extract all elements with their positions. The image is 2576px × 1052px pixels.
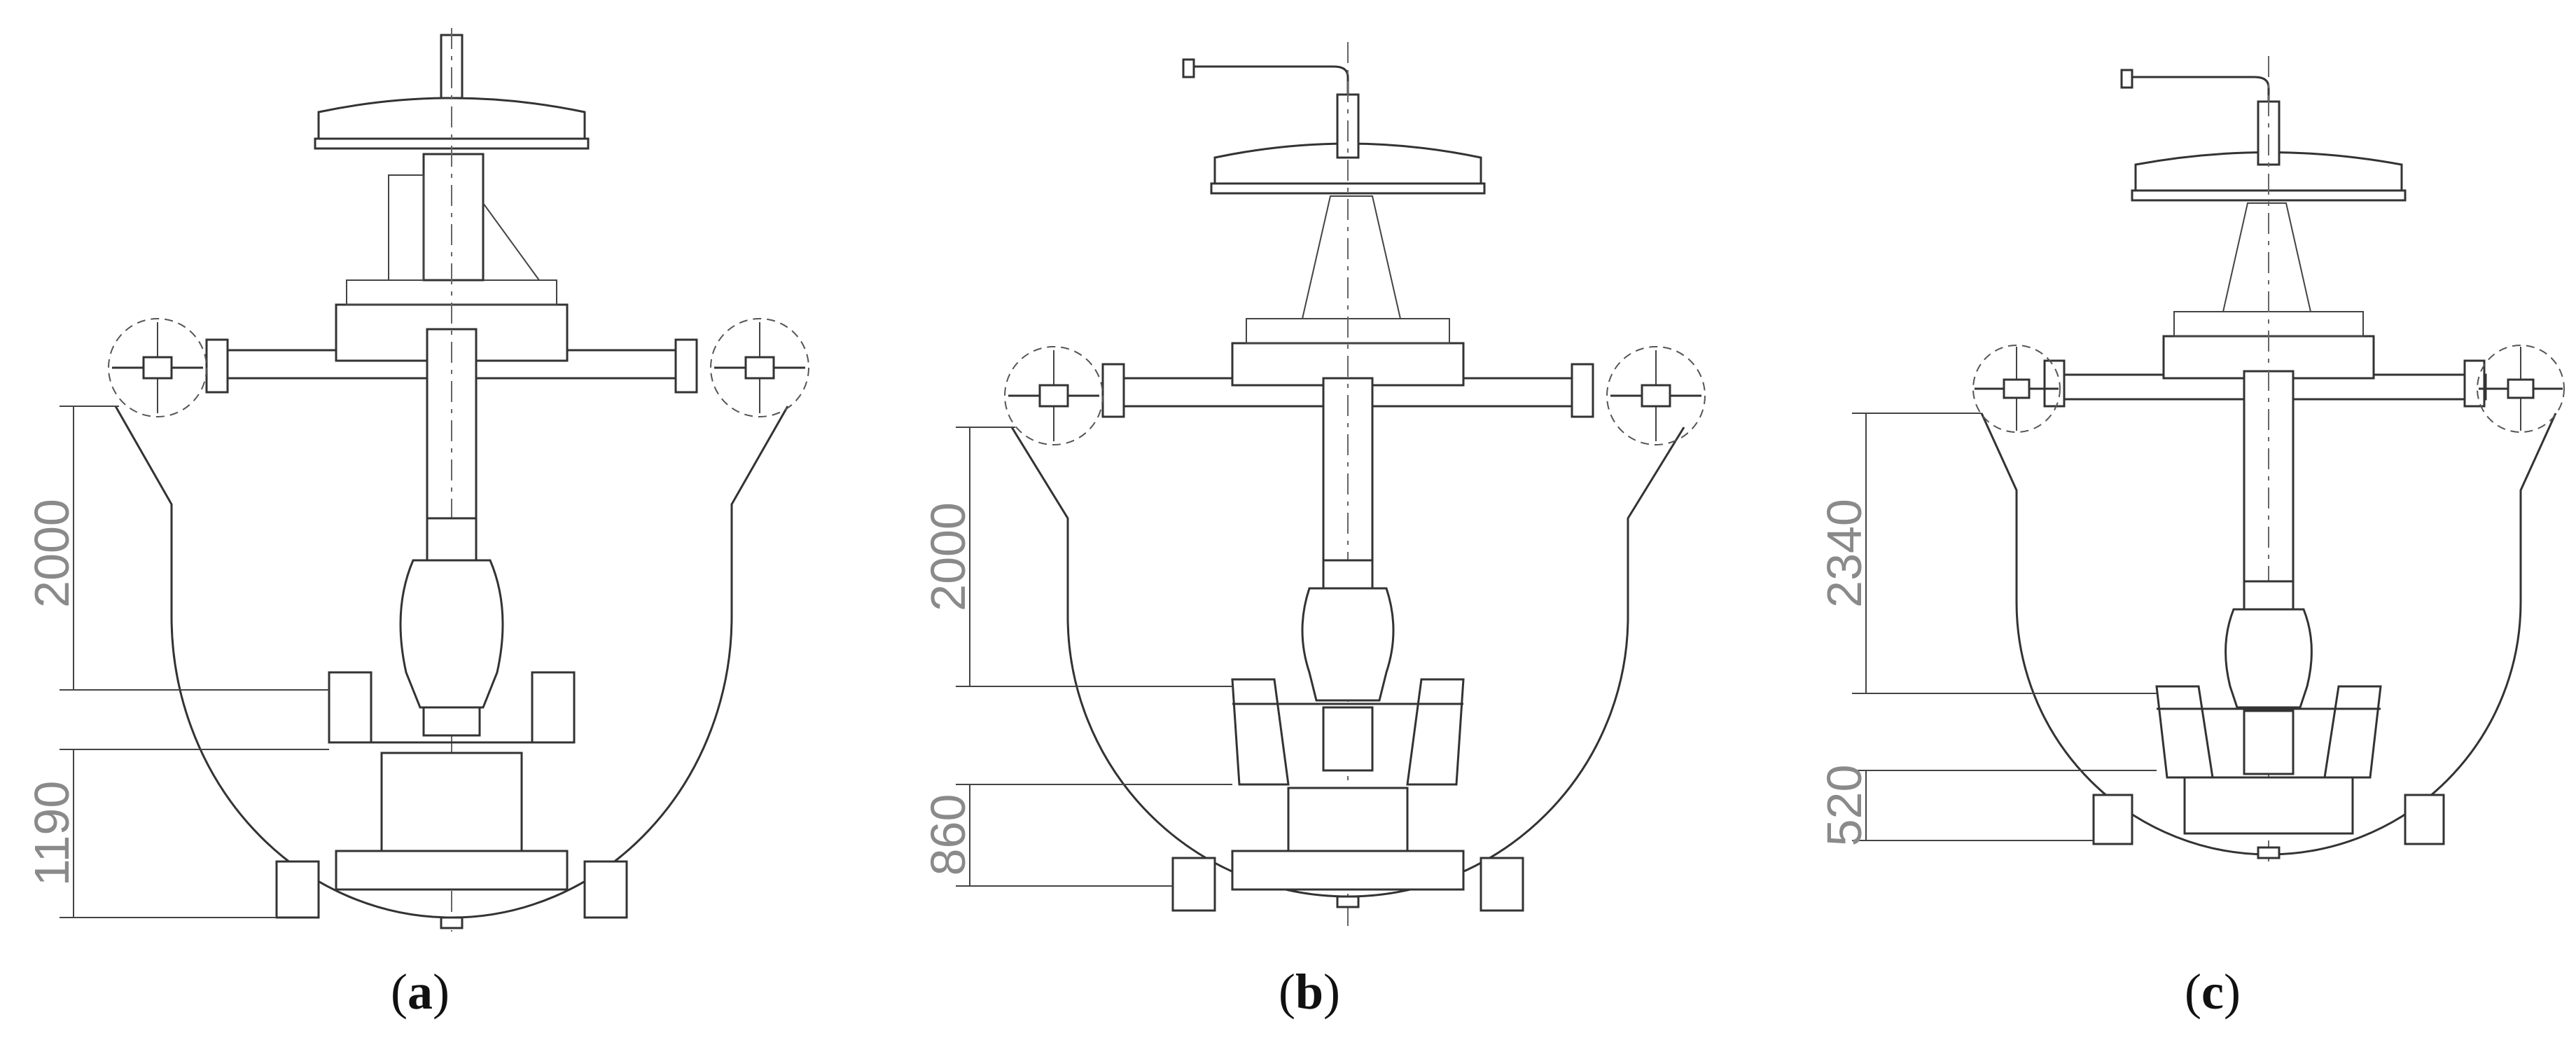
dim-lower-label: 520 [1817,765,1872,847]
launder-end-left [1101,363,1125,418]
pedestal [2183,776,2354,835]
pedestal [1287,787,1409,852]
air-pipe [1190,65,1349,95]
froth-paddle-left [1972,345,2061,433]
caption-a: (a) [391,964,450,1020]
foot-left [2092,794,2133,845]
froth-paddle-right [1606,346,1706,445]
impeller [1322,706,1374,772]
launder-end-right [1571,363,1594,418]
foot-left [1171,857,1216,912]
foot-right [2404,794,2445,845]
panel-b: 2000 860 (b) [896,0,1757,1052]
rotor [2225,608,2313,709]
drain [2257,846,2281,859]
froth-paddle-left [108,318,207,417]
foot-right [1480,857,1524,912]
dim-upper-label: 2340 [1817,499,1872,608]
launder-end-left [2043,359,2066,408]
foot-left [275,860,320,919]
panel-c: 2340 520 (c) [1792,0,2576,1052]
rotor [399,559,504,709]
motor-side [388,174,424,281]
dim-upper-label: 2000 [921,502,975,611]
froth-paddle-right [710,318,809,417]
rotor-neck [1322,559,1374,590]
caption-b: (b) [1278,964,1341,1020]
froth-paddle-left [1004,346,1103,445]
launder-end-left [205,338,229,394]
air-pipe-flange [2120,69,2133,89]
base-frame [1231,850,1465,891]
stator-right [1406,678,1465,786]
drain [440,916,464,929]
base-frame [335,850,569,891]
pedestal [380,752,523,852]
rotor-neck [2243,580,2295,611]
rotor [1301,587,1395,702]
stator-left [1231,678,1290,786]
impeller [422,706,481,737]
stator-left [328,671,373,744]
drive-cone [2222,202,2311,312]
froth-paddle-right [2477,345,2565,433]
dim-lower-label: 860 [921,794,975,876]
drive-cone [1302,195,1401,319]
panel-a: 2000 1190 (a) [0,0,861,1052]
dim-upper-label: 2000 [25,499,79,608]
air-pipe [2129,76,2270,102]
bearing-housing [422,153,485,282]
stator-right [531,671,576,744]
stator-left [2155,685,2214,779]
rotor-neck [426,517,478,562]
air-pipe-flange [1182,58,1195,78]
launder-end-right [674,338,698,394]
caption-c: (c) [2185,964,2241,1020]
panel-b-drawing: 2000 860 [921,42,1706,932]
drain [1336,895,1360,908]
panel-c-drawing: 2340 520 [1817,56,2565,868]
foot-right [583,860,628,919]
impeller [2243,710,2295,775]
stator-right [2323,685,2382,779]
panel-a-drawing: 2000 1190 [25,28,809,932]
dim-lower-label: 1190 [25,781,79,887]
launder-end-right [2463,359,2486,408]
